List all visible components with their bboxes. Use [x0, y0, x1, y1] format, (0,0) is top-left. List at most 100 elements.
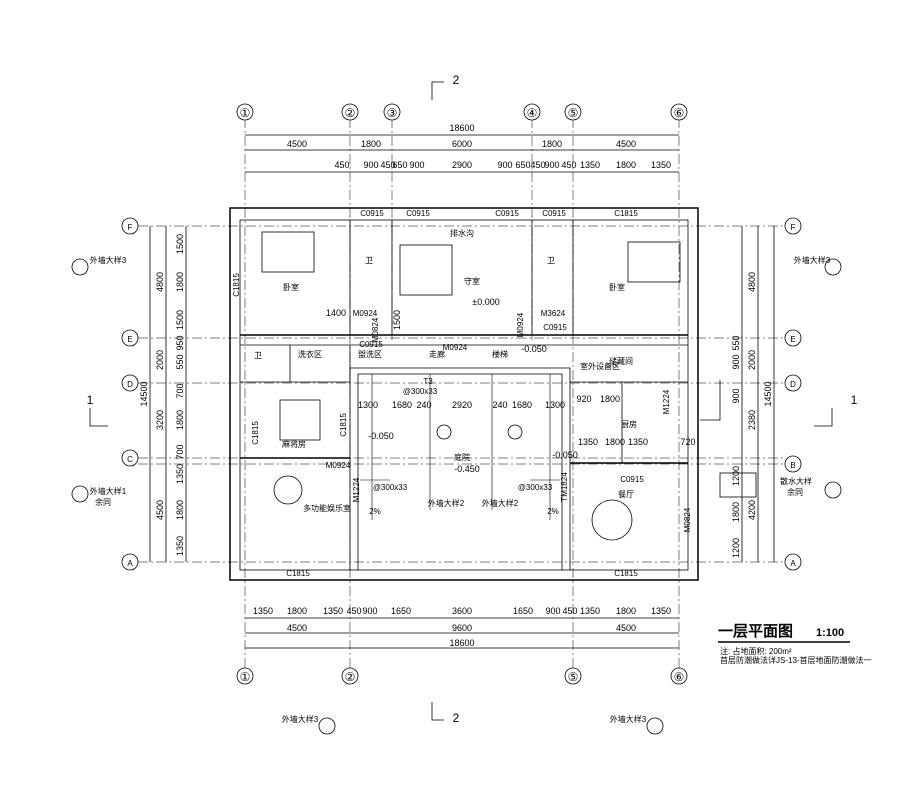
section-mark: [814, 408, 833, 427]
axis-label-row: D: [127, 380, 133, 389]
axis-label-col: ①: [240, 106, 251, 120]
dim-bottom-detail: 1650: [391, 606, 411, 616]
axis-label-col: ③: [387, 106, 398, 120]
axis-label-col: ④: [527, 106, 538, 120]
dim-top-detail: 900: [497, 160, 512, 170]
detail-callout: 外墙大样3: [794, 255, 831, 265]
detail-callout: 散水大样: [780, 476, 812, 486]
dim-left-detail: 1800: [175, 272, 185, 292]
axis-label-row: A: [127, 559, 133, 568]
room-label: 室外设备区: [580, 361, 620, 371]
dim-left-total: 14500: [139, 381, 149, 406]
dim-top-detail: 1800: [616, 160, 636, 170]
dim-top-detail: 1350: [580, 160, 600, 170]
opening-label: C0915: [495, 209, 519, 218]
dim-inner: 1680: [392, 400, 412, 410]
misc-label: @300x33: [518, 483, 553, 492]
dim-bottom-detail: 1350: [323, 606, 343, 616]
opening-label: M0824: [683, 507, 692, 532]
opening-label: C1815: [232, 273, 241, 297]
dim-bottom-detail: 450: [562, 606, 577, 616]
dim-right-detail: 900: [731, 354, 741, 369]
dim-top-detail: 650: [515, 160, 530, 170]
dim-bottom-mid: 4500: [287, 623, 307, 633]
dim-bottom-detail: 1800: [616, 606, 636, 616]
opening-label: C0915: [406, 209, 430, 218]
opening-label: M1224: [662, 389, 671, 414]
dim-left-mid: 3200: [155, 410, 165, 430]
axis-label-col: ⑥: [674, 106, 685, 120]
dim-bottom-detail: 1650: [513, 606, 533, 616]
dim-left-detail: 1350: [175, 536, 185, 556]
dim-left-detail: 1500: [175, 234, 185, 254]
opening-label: M0924: [326, 461, 351, 470]
opening-label: M0924: [516, 312, 525, 337]
room-label: 守室: [464, 276, 480, 286]
detail-callout: 外墙大样3: [610, 714, 647, 724]
dim-inner: 1400: [326, 308, 346, 318]
dim-top-detail: 450: [561, 160, 576, 170]
level-label: -0.050: [368, 431, 394, 441]
section-mark: [431, 702, 444, 721]
axis-label-row-right: F: [791, 223, 796, 232]
dim-top-mid: 1800: [542, 139, 562, 149]
room-label: 楼梯: [492, 349, 508, 359]
room-label: 卫: [254, 351, 262, 360]
inner-wall-line: [239, 219, 689, 571]
misc-label: @300x33: [403, 387, 438, 396]
opening-label: C1815: [286, 569, 310, 578]
opening-label: C1815: [614, 569, 638, 578]
dim-bottom-detail: 1350: [253, 606, 273, 616]
opening-label: C0915: [543, 323, 567, 332]
dim-bottom-detail: 900: [362, 606, 377, 616]
axis-label-col-bottom: ①: [240, 670, 251, 684]
axis-bubbles: [71, 103, 842, 735]
dim-left-detail: 700: [175, 383, 185, 398]
section-mark: [89, 408, 108, 427]
section-mark: [431, 81, 444, 100]
drawing-scale: 1:100: [816, 627, 844, 639]
misc-label: 余同: [787, 487, 803, 497]
opening-label: M0924: [353, 309, 378, 318]
dim-right-mid: 4800: [747, 272, 757, 292]
opening-label: M0824: [371, 317, 380, 342]
dim-bottom-detail: 1800: [287, 606, 307, 616]
dim-inner: 1350: [578, 437, 598, 447]
axis-label-row-right: B: [790, 461, 795, 470]
detail-callout: 外墙大样1: [90, 486, 127, 496]
axis-label-row-right: D: [790, 380, 796, 389]
misc-label: 余同: [95, 497, 111, 507]
dim-inner: 1350: [628, 437, 648, 447]
opening-label: TM1824: [560, 472, 569, 502]
dim-inner: 240: [416, 400, 431, 410]
dim-top-mid: 6000: [452, 139, 472, 149]
dim-top-detail: 1350: [651, 160, 671, 170]
opening-label: C0915: [360, 209, 384, 218]
dim-inner: 720: [680, 437, 695, 447]
room-label: 麻将房: [282, 439, 306, 449]
dim-right-total: 14500: [763, 381, 773, 406]
opening-label: C0915: [542, 209, 566, 218]
misc-label: @300x33: [373, 483, 408, 492]
dim-bottom-detail: 900: [545, 606, 560, 616]
dim-bottom-detail: 1350: [651, 606, 671, 616]
axis-label-row-right: A: [790, 559, 796, 568]
misc-label: 2%: [547, 507, 559, 516]
detail-callout: 外墙大样2: [428, 498, 465, 508]
dim-top-mid: 4500: [616, 139, 636, 149]
dim-top-detail: 900: [363, 160, 378, 170]
dim-top-detail: 900: [544, 160, 559, 170]
dim-inner: 2920: [452, 400, 472, 410]
dim-inner: 1500: [392, 310, 402, 330]
opening-label: C0915: [620, 475, 644, 484]
axis-label-col: ②: [345, 106, 356, 120]
section-label: 1: [87, 393, 94, 407]
dim-top-detail: 900: [409, 160, 424, 170]
dim-right-detail: 550: [731, 335, 741, 350]
level-label: -0.050: [552, 450, 578, 460]
dim-left-detail: 700: [175, 444, 185, 459]
courtyard-inner: [357, 373, 563, 570]
room-label: 多功能娱乐室: [303, 503, 351, 513]
dim-inner: 1300: [545, 400, 565, 410]
